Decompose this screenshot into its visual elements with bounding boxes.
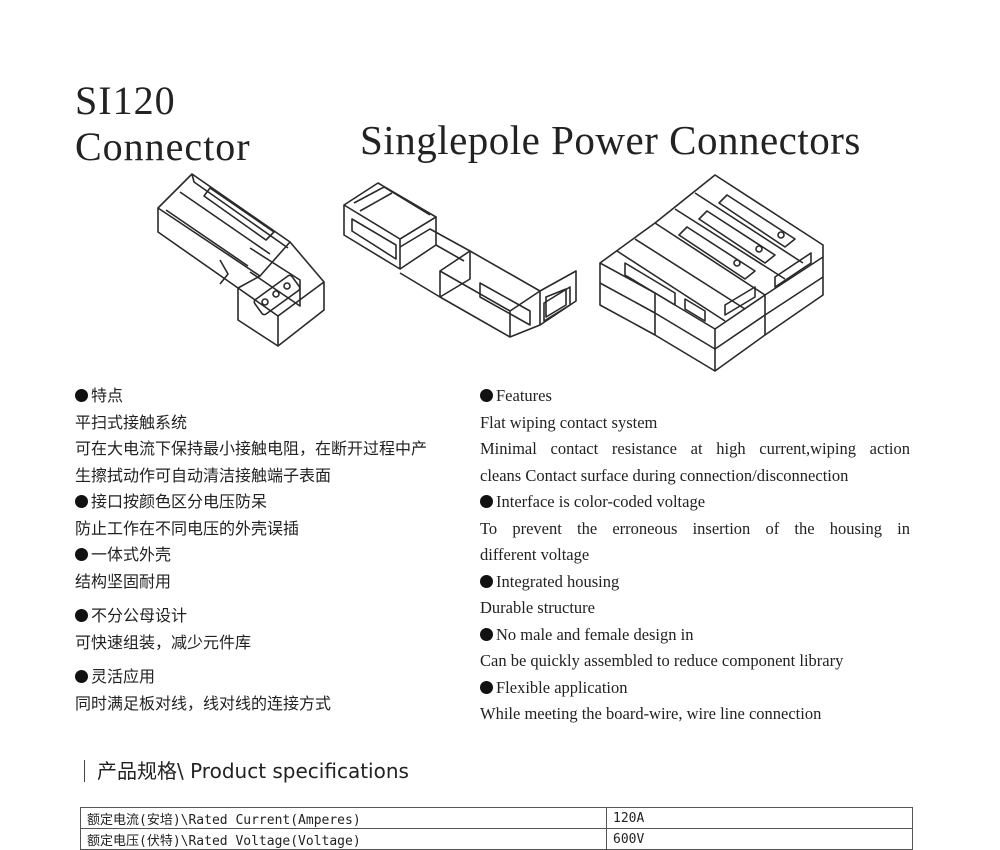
- model-number: SI120: [75, 78, 176, 123]
- feature-en-line: Flat wiping contact system: [480, 412, 658, 432]
- feature-en-line: Durable structure: [480, 598, 595, 617]
- table-row: 额定电流(安培)\Rated Current(Amperes) 120A: [80, 807, 913, 829]
- bullet-icon: [75, 389, 88, 402]
- feature-cn-line: 灵活应用: [75, 664, 470, 691]
- feature-en-line: Integrated housing: [480, 569, 910, 596]
- feature-cn-line: 生擦拭动作可自动清洁接触端子表面: [75, 465, 332, 485]
- feature-en-line: No male and female design in: [480, 622, 910, 649]
- feature-en-line: Minimal contact resistance at high curre…: [480, 439, 910, 458]
- feature-cn-line: 一体式外壳: [75, 542, 470, 569]
- spec-label: 额定电流(安培)\Rated Current(Amperes): [80, 807, 607, 829]
- bullet-icon: [480, 680, 493, 694]
- bullet-icon: [480, 627, 493, 641]
- feature-cn-line: 可在大电流下保持最小接触电阻，在断开过程中产: [75, 439, 428, 458]
- feature-cn-line: 可快速组装，减少元件库: [75, 632, 252, 652]
- bullet-icon: [75, 548, 88, 561]
- connector-array-image: [599, 174, 824, 372]
- feature-en-line: Flexible application: [480, 675, 910, 702]
- bullet-icon: [75, 670, 88, 683]
- feature-cn-line: 同时满足板对线，线对线的连接方式: [75, 693, 332, 713]
- feature-en-line: Features: [480, 383, 910, 410]
- feature-en-line: different voltage: [480, 545, 590, 564]
- feature-cn-line: 特点: [75, 383, 470, 410]
- model-name: Connector: [75, 124, 251, 169]
- table-row: 额定电压(伏特)\Rated Voltage(Voltage) 600V: [80, 828, 913, 850]
- feature-en-line: Can be quickly assembled to reduce compo…: [480, 651, 844, 670]
- model-title: SI120 Connector: [75, 78, 251, 170]
- specs-table: 额定电流(安培)\Rated Current(Amperes) 120A 额定电…: [80, 807, 913, 850]
- features-chinese: 特点 平扫式接触系统 可在大电流下保持最小接触电阻，在断开过程中产 生擦拭动作可…: [75, 383, 470, 717]
- feature-en-line: While meeting the board-wire, wire line …: [480, 704, 822, 723]
- mated-pair-image: [343, 182, 577, 338]
- page-subtitle: Singlepole Power Connectors: [360, 117, 861, 163]
- feature-cn-line: 平扫式接触系统: [75, 412, 188, 432]
- bullet-icon: [480, 574, 493, 588]
- feature-en-line: cleans Contact surface during connection…: [480, 465, 849, 485]
- features-english: Features Flat wiping contact system Mini…: [480, 383, 910, 728]
- bullet-icon: [75, 495, 88, 508]
- feature-cn-line: 结构坚固耐用: [75, 571, 172, 591]
- bullet-icon: [480, 389, 493, 402]
- feature-cn-line: 接口按颜色区分电压防呆: [75, 489, 470, 516]
- spec-value: 600V: [606, 828, 913, 850]
- bullet-icon: [480, 495, 493, 508]
- bullet-icon: [75, 609, 88, 622]
- specs-heading: 产品规格\ Product specifications: [84, 755, 409, 784]
- feature-en-line: Interface is color-coded voltage: [480, 489, 910, 516]
- feature-cn-line: 防止工作在不同电压的外壳误插: [75, 518, 300, 538]
- heading-divider: [84, 760, 85, 782]
- feature-cn-line: 不分公母设计: [75, 603, 470, 630]
- feature-en-line: To prevent the erroneous insertion of th…: [480, 518, 910, 538]
- spec-label: 额定电压(伏特)\Rated Voltage(Voltage): [80, 828, 607, 850]
- spec-value: 120A: [606, 807, 913, 829]
- single-connector-image: [157, 173, 325, 347]
